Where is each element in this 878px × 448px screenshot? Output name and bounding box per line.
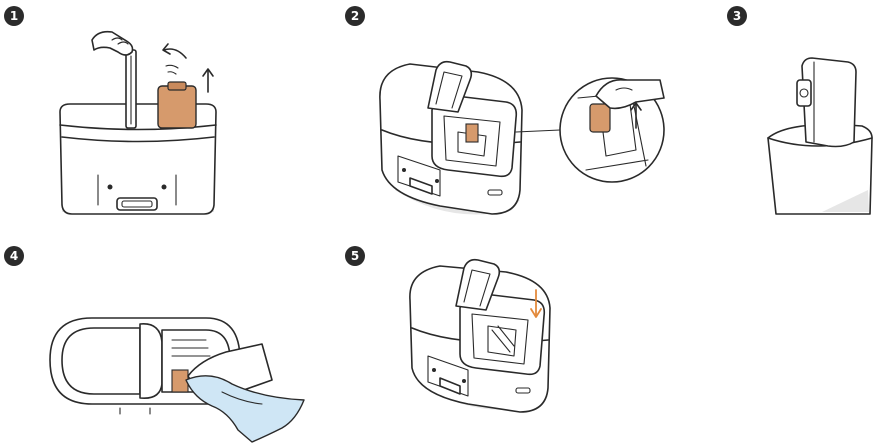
step-5-illustration	[0, 0, 878, 448]
